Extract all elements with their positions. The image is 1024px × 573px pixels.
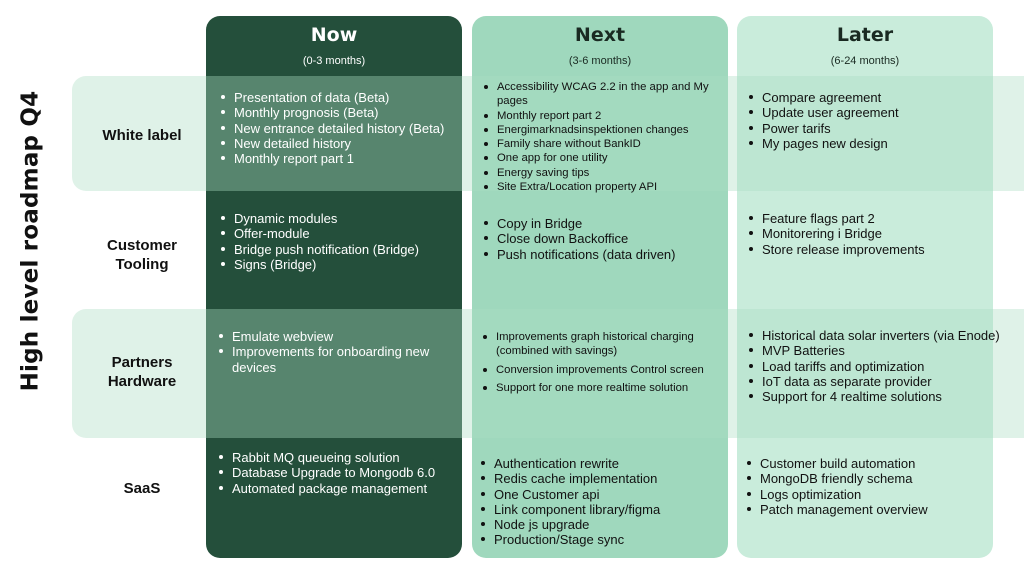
cell-white-label-now: Presentation of data (Beta) Monthly prog…: [214, 90, 460, 166]
column-next-range: (3-6 months): [568, 55, 632, 67]
list-item: Dynamic modules: [221, 211, 470, 226]
column-later: Later (6-24 months): [737, 16, 993, 558]
list-item: Rabbit MQ queueing solution: [219, 450, 468, 465]
list-item: Authentication rewrite: [481, 456, 734, 471]
list-item: Automated package management: [219, 481, 468, 496]
cell-white-label-later: Compare agreement Update user agreement …: [742, 90, 1002, 151]
cell-customer-tooling-now: Dynamic modules Offer-module Bridge push…: [214, 211, 470, 272]
list-item: Close down Backoffice: [484, 231, 733, 246]
cell-customer-tooling-later: Feature flags part 2 Monitorering i Brid…: [742, 211, 1002, 257]
list-item: Database Upgrade to Mongodb 6.0: [219, 465, 468, 480]
list-item: Patch management overview: [747, 502, 1002, 517]
row-band-white-label: [72, 76, 1024, 191]
list-item: Feature flags part 2: [749, 211, 1002, 226]
list-item: Logs optimization: [747, 487, 1002, 502]
list-item: MVP Batteries: [749, 343, 1004, 358]
list-item: Customer build automation: [747, 456, 1002, 471]
cell-saas-next: Authentication rewrite Redis cache imple…: [474, 456, 734, 548]
list-item: Bridge push notification (Bridge): [221, 242, 470, 257]
list-item: Conversion improvements Control screen: [483, 363, 728, 377]
roadmap-title: High level roadmap Q4: [17, 90, 44, 392]
list-item: Production/Stage sync: [481, 532, 734, 547]
list-item: One app for one utility: [484, 151, 733, 165]
roadmap-title-container: High level roadmap Q4: [10, 66, 50, 416]
list-item: Monitorering i Bridge: [749, 226, 1002, 241]
list-item: Accessibility WCAG 2.2 in the app and My…: [484, 80, 733, 109]
row-label-partners-hardware: Partners Hardware: [107, 354, 177, 390]
list-item: Improvements graph historical charging (…: [483, 330, 728, 359]
list-item: Store release improvements: [749, 242, 1002, 257]
list-item: Monthly report part 2: [484, 109, 733, 123]
list-item: Link component library/figma: [481, 502, 734, 517]
column-now-range: (0-3 months): [302, 55, 366, 67]
list-item: Compare agreement: [749, 90, 1002, 105]
list-item: Load tariffs and optimization: [749, 359, 1004, 374]
cell-customer-tooling-next: Copy in Bridge Close down Backoffice Pus…: [477, 216, 733, 262]
column-later-title: Later: [836, 24, 894, 46]
list-item: Energy saving tips: [484, 166, 733, 180]
list-item: Push notifications (data driven): [484, 247, 733, 262]
row-band-partners-hardware: [72, 309, 1024, 438]
list-item: Node js upgrade: [481, 517, 734, 532]
list-item: Site Extra/Location property API: [484, 180, 733, 194]
list-item: Monthly report part 1: [221, 151, 460, 166]
list-item: New detailed history: [221, 136, 460, 151]
column-next-title: Next: [574, 24, 626, 46]
list-item: Copy in Bridge: [484, 216, 733, 231]
list-item: Support for 4 realtime solutions: [749, 389, 1004, 404]
list-item: Monthly prognosis (Beta): [221, 105, 460, 120]
cell-partners-hardware-later: Historical data solar inverters (via Eno…: [742, 328, 1004, 404]
list-item: My pages new design: [749, 136, 1002, 151]
row-label-customer-tooling: Customer Tooling: [106, 237, 177, 273]
list-item: Redis cache implementation: [481, 471, 734, 486]
column-next: Next (3-6 months): [472, 16, 728, 558]
list-item: Improvements for onboarding new devices: [219, 344, 468, 375]
column-now-title: Now: [310, 24, 358, 46]
list-item: Family share without BankID: [484, 137, 733, 151]
list-item: Update user agreement: [749, 105, 1002, 120]
list-item: Emulate webview: [219, 329, 468, 344]
list-item: Energimarknadsinspektionen changes: [484, 123, 733, 137]
list-item: Offer-module: [221, 226, 470, 241]
column-now: Now (0-3 months): [206, 16, 462, 558]
list-item: IoT data as separate provider: [749, 374, 1004, 389]
list-item: Presentation of data (Beta): [221, 90, 460, 105]
row-label-saas: SaaS: [123, 480, 161, 497]
list-item: Power tarifs: [749, 121, 1002, 136]
list-item: One Customer api: [481, 487, 734, 502]
cell-white-label-next: Accessibility WCAG 2.2 in the app and My…: [477, 80, 733, 194]
cell-partners-hardware-next: Improvements graph historical charging (…: [476, 330, 728, 395]
row-label-white-label: White label: [102, 127, 182, 144]
list-item: Historical data solar inverters (via Eno…: [749, 328, 1004, 343]
cell-partners-hardware-now: Emulate webview Improvements for onboard…: [212, 329, 468, 375]
list-item: Support for one more realtime solution: [483, 381, 728, 395]
cell-saas-now: Rabbit MQ queueing solution Database Upg…: [212, 450, 468, 496]
column-later-range: (6-24 months): [830, 55, 900, 67]
list-item: MongoDB friendly schema: [747, 471, 1002, 486]
list-item: Signs (Bridge): [221, 257, 470, 272]
cell-saas-later: Customer build automation MongoDB friend…: [740, 456, 1002, 517]
list-item: New entrance detailed history (Beta): [221, 121, 460, 136]
